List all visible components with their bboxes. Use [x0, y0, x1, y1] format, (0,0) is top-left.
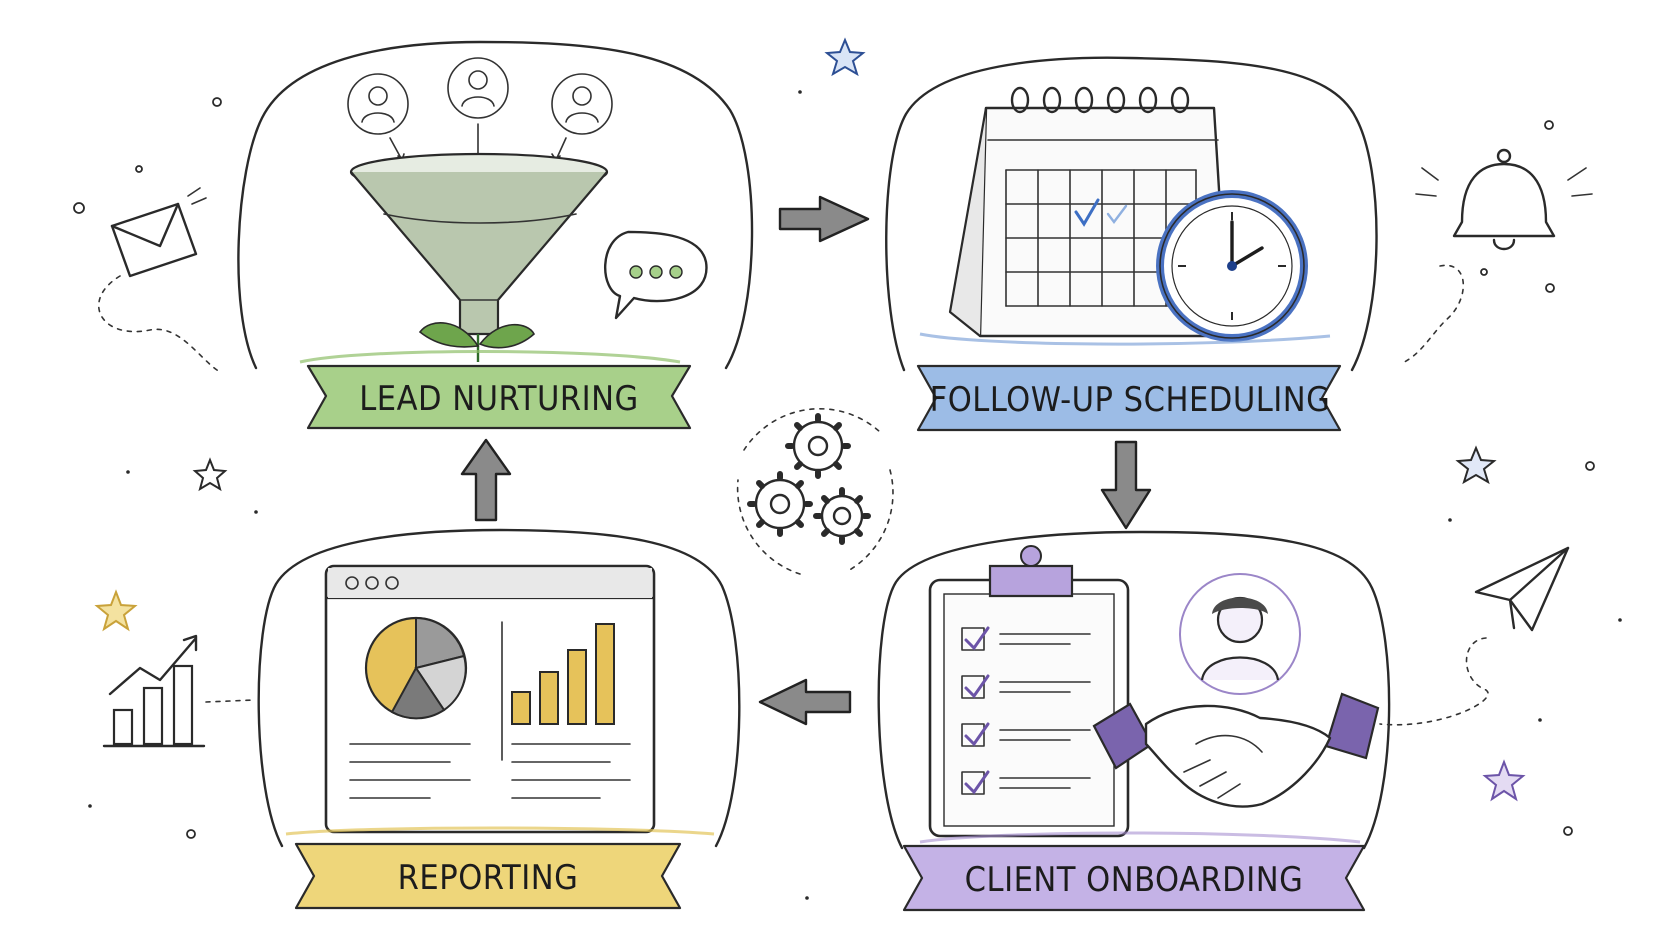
decorative-specks [88, 90, 1622, 900]
stage-label: CLIENT ONBOARDING [965, 860, 1304, 900]
stage-reporting: REPORTING [257, 528, 741, 910]
user-icon [347, 73, 409, 135]
stage-banner: FOLLOW-UP SCHEDULING [916, 364, 1342, 432]
arrow-down-right [1100, 440, 1152, 530]
bell-icon [1399, 148, 1593, 365]
handshake-icon [1092, 692, 1380, 808]
arrow-left-bottom [758, 678, 852, 726]
star-icon [1482, 759, 1526, 802]
decorative-dots [73, 97, 1595, 839]
gears-icon [736, 408, 894, 575]
star-icon [1455, 445, 1497, 485]
paper-plane-icon [1379, 546, 1570, 726]
arrow-up-left [460, 438, 512, 522]
stage-banner: REPORTING [294, 842, 682, 910]
stage-label: FOLLOW-UP SCHEDULING [930, 380, 1331, 420]
envelope-icon [98, 187, 221, 373]
chat-bubble-icon [604, 230, 708, 320]
user-icon [551, 73, 613, 135]
stage-label: REPORTING [398, 858, 579, 898]
stage-lead-nurturing: LEAD NURTURING [237, 40, 754, 430]
user-icon [1179, 573, 1301, 695]
funnel-icon [349, 152, 609, 336]
stage-client-onboarding: CLIENT ONBOARDING [877, 530, 1391, 912]
clipboard-icon [928, 545, 1130, 838]
bar-chart-icon [511, 623, 615, 725]
user-icon [447, 57, 509, 119]
stage-banner: LEAD NURTURING [306, 364, 692, 430]
sprout-icon [299, 322, 681, 364]
dashboard-icon [324, 564, 656, 834]
clock-icon [1156, 190, 1308, 342]
arrow-right-top [778, 195, 870, 243]
star-icon [824, 37, 866, 77]
stage-label: LEAD NURTURING [359, 379, 639, 419]
star-icon [94, 589, 138, 632]
stage-frame [885, 56, 1378, 372]
stage-frame [877, 530, 1391, 850]
growth-chart-icon [102, 634, 255, 748]
pie-chart-icon [364, 616, 468, 720]
stage-frame [257, 528, 741, 848]
stage-banner: CLIENT ONBOARDING [902, 844, 1366, 912]
star-icon [192, 457, 228, 492]
stage-follow-up-scheduling: FOLLOW-UP SCHEDULING [885, 56, 1378, 432]
flow-arrows [460, 195, 1152, 726]
stage-frame [237, 40, 754, 370]
